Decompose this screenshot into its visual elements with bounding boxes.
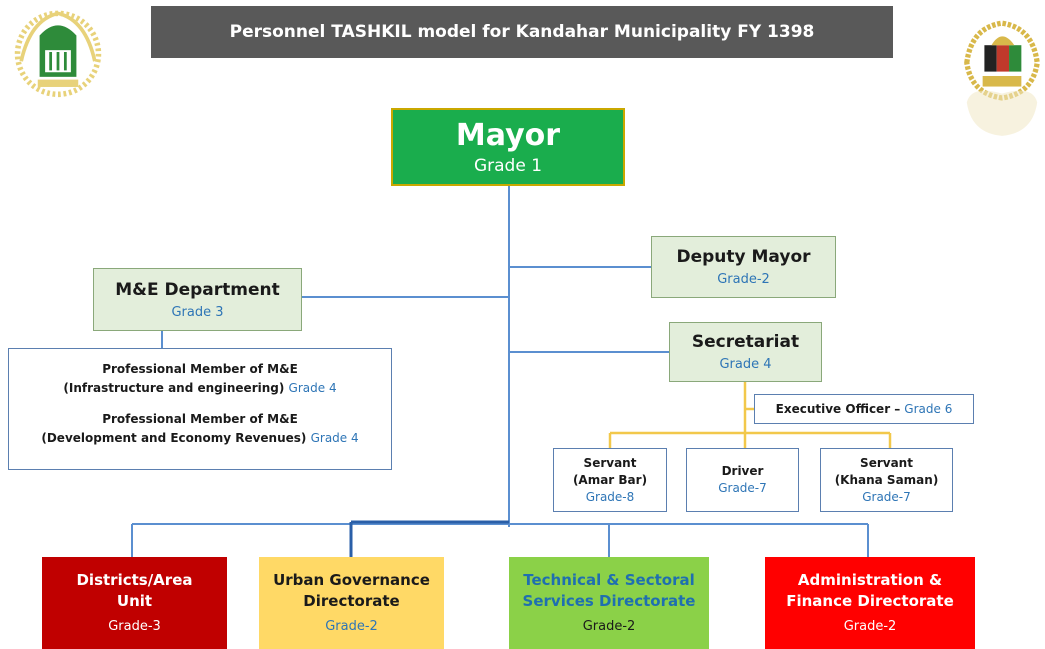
executive-officer-grade: Grade 6 [904,402,953,416]
admin-grade: Grade-2 [843,618,897,634]
afghanistan-emblem-logo [958,8,1045,148]
executive-officer-box: Executive Officer – Grade 6 [754,394,974,424]
urban-grade: Grade-2 [325,618,378,634]
me-member2-line2: (Development and Economy Revenues) [41,431,307,445]
me-department-grade: Grade 3 [171,304,224,320]
districts-area-unit-box: Districts/Area Unit Grade-3 [42,557,227,649]
driver-box: Driver Grade-7 [686,448,799,512]
servant-amar-bar-line1: Servant [583,455,637,470]
me-department-title: M&E Department [115,279,280,300]
urban-line2: Directorate [303,591,400,610]
deputy-mayor-title: Deputy Mayor [676,247,811,267]
servant-khana-saman-line2: (Khana Saman) [834,472,939,487]
deputy-mayor-box: Deputy Mayor Grade-2 [651,236,836,298]
me-members-box: Professional Member of M&E (Infrastructu… [8,348,392,470]
servant-amar-bar-box: Servant (Amar Bar) Grade-8 [553,448,667,512]
admin-line1: Administration & [797,570,943,589]
technical-grade: Grade-2 [582,618,636,634]
me-department-box: M&E Department Grade 3 [93,268,302,331]
kandahar-municipality-logo [12,6,104,102]
servant-amar-bar-grade: Grade-8 [585,489,635,504]
me-member2-grade: Grade 4 [310,431,359,445]
servant-amar-bar-line2: (Amar Bar) [572,472,648,487]
admin-line2: Finance Directorate [786,591,954,610]
me-member1-line2-row: (Infrastructure and engineering) Grade 4 [9,379,391,398]
page-title: Personnel TASHKIL model for Kandahar Mun… [151,6,893,58]
me-member1-line1: Professional Member of M&E [102,362,298,376]
urban-governance-directorate-box: Urban Governance Directorate Grade-2 [259,557,444,649]
districts-line1: Districts/Area [76,570,193,589]
technical-line2: Services Directorate [522,591,696,610]
urban-line1: Urban Governance [273,570,430,589]
me-member2-line1: Professional Member of M&E [102,412,298,426]
mayor-title: Mayor [455,117,561,153]
technical-sectoral-services-directorate-box: Technical & Sectoral Services Directorat… [509,557,709,649]
servant-khana-saman-grade: Grade-7 [862,489,911,504]
executive-officer-title: Executive Officer – [775,402,901,416]
administration-finance-directorate-box: Administration & Finance Directorate Gra… [765,557,975,649]
afghanistan-emblem-icon [964,20,1040,136]
servant-khana-saman-box: Servant (Khana Saman) Grade-7 [820,448,953,512]
deputy-mayor-grade: Grade-2 [717,272,770,287]
servant-khana-saman-line1: Servant [860,455,913,470]
me-member1-grade: Grade 4 [288,381,337,395]
kandahar-municipality-emblem-icon [14,10,102,98]
districts-line2: Unit [116,591,153,610]
me-member1-line2: (Infrastructure and engineering) [63,381,285,395]
mayor-box: Mayor Grade 1 [391,108,625,186]
mayor-grade: Grade 1 [473,155,543,176]
districts-grade: Grade-3 [108,618,161,634]
secretariat-box: Secretariat Grade 4 [669,322,822,382]
technical-line1: Technical & Sectoral [523,570,695,589]
secretariat-title: Secretariat [691,332,800,352]
secretariat-grade: Grade 4 [719,357,772,372]
driver-title: Driver [721,464,764,478]
me-member2-line2-row: (Development and Economy Revenues) Grade… [9,429,391,448]
driver-grade: Grade-7 [718,481,767,495]
